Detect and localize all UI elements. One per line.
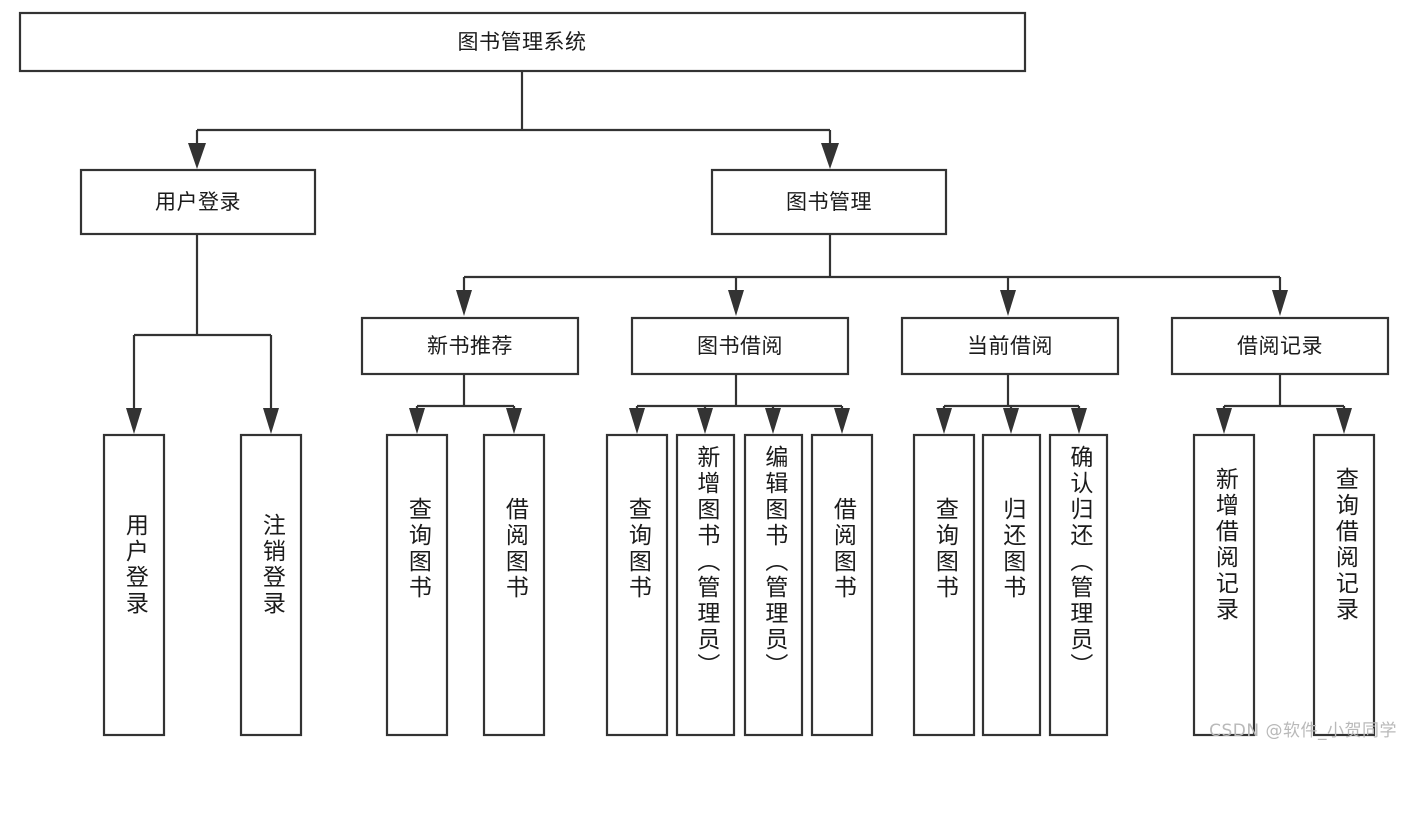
node-root-title[interactable]: 图书管理系统 xyxy=(18,11,1027,73)
connector-group-borrowrecord-leaves xyxy=(1216,374,1352,434)
node-book-borrow-label: 图书借阅 xyxy=(697,334,783,358)
arrow-head-leaf-edit-book xyxy=(765,408,781,434)
arrow-head-leaf-return-book xyxy=(1003,408,1019,434)
arrow-head-leaf-logout-login xyxy=(263,408,279,434)
connector-group-currentborrow-leaves xyxy=(936,374,1087,434)
leaf-box-query-record[interactable] xyxy=(1312,433,1376,737)
arrow-head-leaf-query-book-2 xyxy=(629,408,645,434)
arrow-head-leaf-borrow-book-2 xyxy=(834,408,850,434)
arrow-head-leaf-query-record xyxy=(1336,408,1352,434)
node-root-title-box[interactable] xyxy=(18,11,1027,73)
node-book-borrow[interactable]: 图书借阅 xyxy=(630,316,850,376)
leaf-boxes-group xyxy=(102,433,1376,737)
leaf-box-confirm-return[interactable] xyxy=(1048,433,1109,737)
leaf-box-return-book[interactable] xyxy=(981,433,1042,737)
node-current-borrow-label: 当前借阅 xyxy=(967,334,1053,358)
node-new-book-recommend[interactable]: 新书推荐 xyxy=(360,316,580,376)
node-book-management-label: 图书管理 xyxy=(786,190,872,214)
node-new-book-recommend-box[interactable] xyxy=(360,316,580,376)
arrow-head-leaf-query-book-1 xyxy=(409,408,425,434)
arrow-head-bookborrow xyxy=(728,290,744,316)
arrow-head-leaf-add-book xyxy=(697,408,713,434)
csdn-watermark: CSDN @软件_小贺同学 xyxy=(1209,721,1397,741)
connector-group-root xyxy=(188,71,839,169)
arrow-head-borrowrecord xyxy=(1272,290,1288,316)
flowchart-canvas: 图书管理系统 用户登录 图书管理 新书推荐 图书借阅 当前借阅 借阅记录 xyxy=(18,11,1397,741)
arrow-head-user-login xyxy=(188,143,206,169)
leaf-box-query-book-2[interactable] xyxy=(605,433,669,737)
leaf-box-user-login[interactable] xyxy=(102,433,166,737)
leaf-box-edit-book[interactable] xyxy=(743,433,804,737)
node-current-borrow-box[interactable] xyxy=(900,316,1120,376)
node-book-management-box[interactable] xyxy=(710,168,948,236)
node-borrow-record-box[interactable] xyxy=(1170,316,1390,376)
arrow-head-leaf-confirm-return xyxy=(1071,408,1087,434)
arrow-head-currentborrow xyxy=(1000,290,1016,316)
arrow-head-leaf-add-record xyxy=(1216,408,1232,434)
node-current-borrow[interactable]: 当前借阅 xyxy=(900,316,1120,376)
leaf-box-add-book[interactable] xyxy=(675,433,736,737)
connector-group-bookborrow-leaves xyxy=(629,374,850,434)
leaf-box-query-book-3[interactable] xyxy=(912,433,976,737)
node-book-borrow-box[interactable] xyxy=(630,316,850,376)
leaf-box-borrow-book-1[interactable] xyxy=(482,433,546,737)
node-user-login-label: 用户登录 xyxy=(155,190,241,214)
arrow-head-book-mgmt xyxy=(821,143,839,169)
node-borrow-record-label: 借阅记录 xyxy=(1237,334,1323,358)
flowchart-svg: 图书管理系统 用户登录 图书管理 新书推荐 图书借阅 当前借阅 借阅记录 xyxy=(18,11,1390,737)
connector-group-user-login-leaves xyxy=(126,234,279,434)
node-user-login-box[interactable] xyxy=(79,168,317,236)
arrow-head-leaf-query-book-3 xyxy=(936,408,952,434)
node-new-book-recommend-label: 新书推荐 xyxy=(427,334,513,358)
node-user-login[interactable]: 用户登录 xyxy=(79,168,317,236)
connector-group-newbook-leaves xyxy=(409,374,522,434)
arrow-head-newbook xyxy=(456,290,472,316)
leaf-box-add-record[interactable] xyxy=(1192,433,1256,737)
arrow-head-leaf-borrow-book-1 xyxy=(506,408,522,434)
node-root-title-label: 图书管理系统 xyxy=(458,30,587,54)
connector-group-book-mgmt xyxy=(456,234,1288,316)
arrow-head-leaf-user-login xyxy=(126,408,142,434)
leaf-box-logout-login[interactable] xyxy=(239,433,303,737)
leaf-box-query-book-1[interactable] xyxy=(385,433,449,737)
node-book-management[interactable]: 图书管理 xyxy=(710,168,948,236)
node-borrow-record[interactable]: 借阅记录 xyxy=(1170,316,1390,376)
leaf-box-borrow-book-2[interactable] xyxy=(810,433,874,737)
